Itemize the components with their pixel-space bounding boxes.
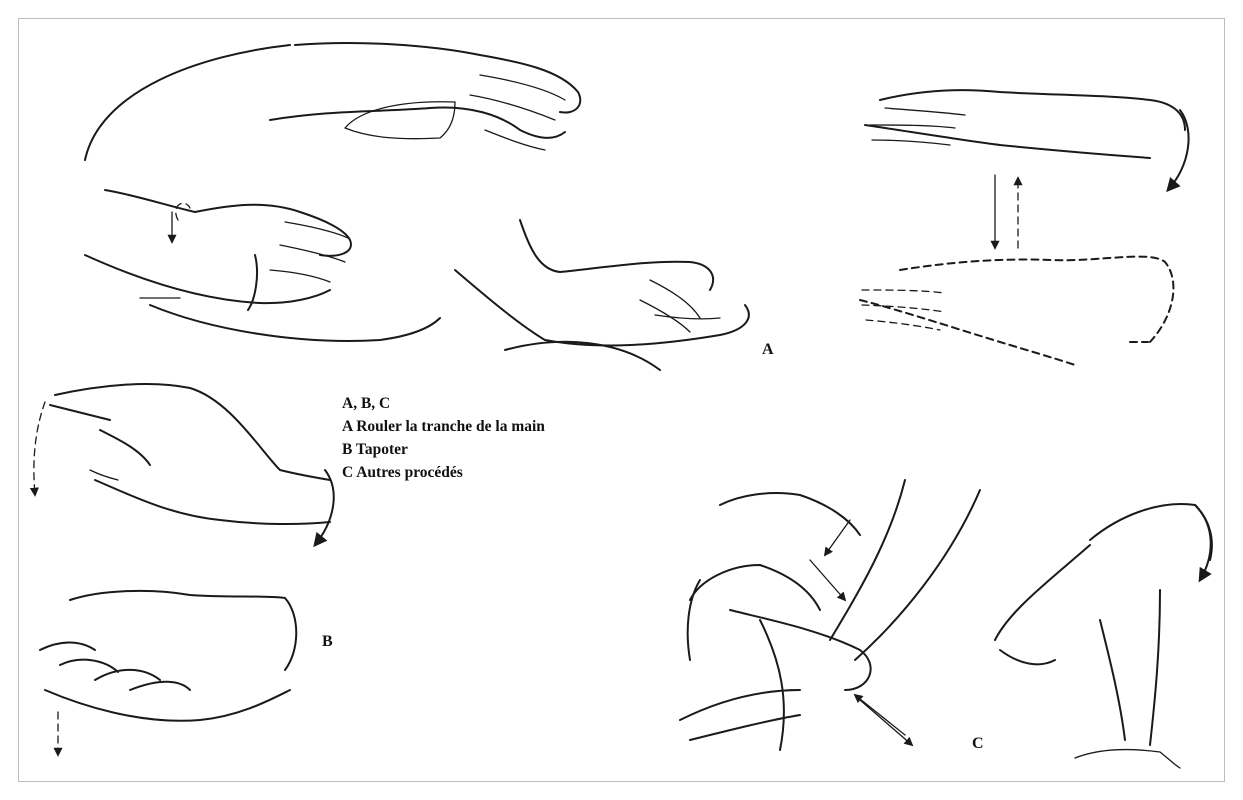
motion-arc xyxy=(85,45,290,160)
hand-lower-center xyxy=(455,220,749,370)
hand-lower-left xyxy=(85,190,440,341)
label-b: B xyxy=(322,633,333,651)
label-c: C xyxy=(972,735,984,753)
hand-upper xyxy=(270,43,580,150)
legend: A, B, C A Rouler la tranche de la main B… xyxy=(342,392,545,484)
hand-right-bottom xyxy=(860,257,1173,365)
illustration-group-a xyxy=(85,43,1189,370)
hand-c-kneading xyxy=(995,504,1212,768)
illustration-group-c xyxy=(680,480,1212,768)
illustration-group-b xyxy=(34,384,334,755)
hand-right-top xyxy=(865,90,1189,248)
label-a: A xyxy=(762,341,774,359)
hand-b-lower xyxy=(40,591,296,755)
legend-heading: A, B, C xyxy=(342,392,545,415)
hand-b-upper xyxy=(34,384,334,545)
legend-item-b: B Tapoter xyxy=(342,438,545,461)
crossed-forearms xyxy=(680,480,980,750)
legend-item-c: C Autres procédés xyxy=(342,461,545,484)
legend-item-a: A Rouler la tranche de la main xyxy=(342,415,545,438)
